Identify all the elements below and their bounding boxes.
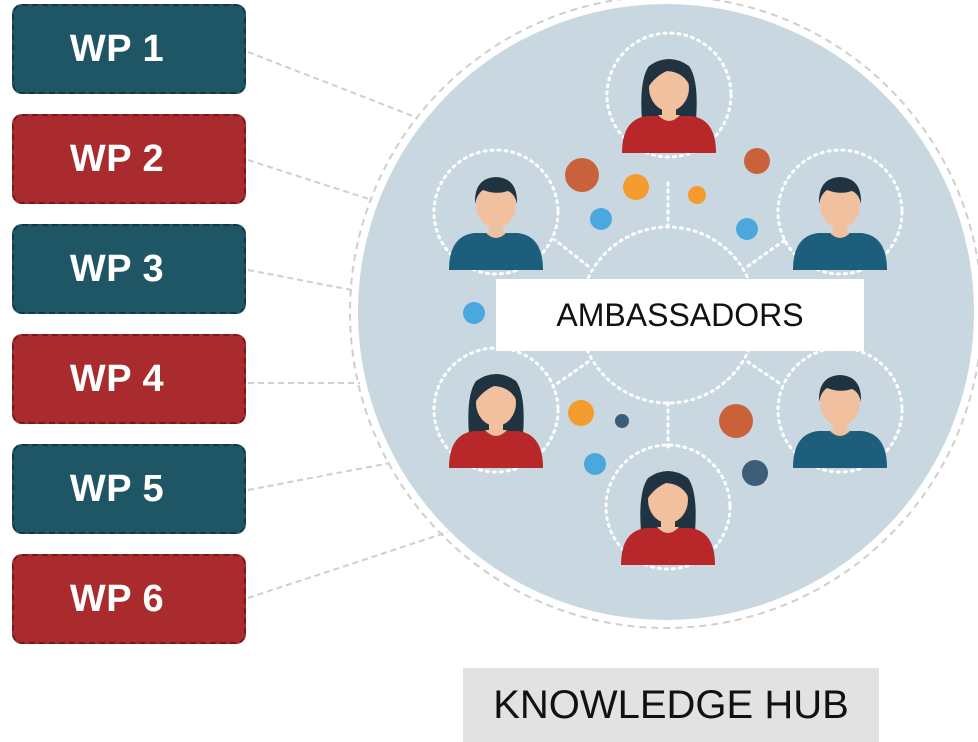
wp-label: WP 1 — [69, 27, 165, 70]
wp-label: WP 2 — [69, 137, 165, 180]
network-dot — [590, 208, 612, 230]
ambassadors-group — [432, 31, 904, 571]
ambassadors-label: AMBASSADORS — [496, 279, 864, 351]
ambassador-avatar — [432, 148, 560, 276]
connector-line — [247, 269, 353, 291]
hub-outer-ring — [349, 0, 978, 629]
knowledge-hub-title: KNOWLEDGE HUB — [463, 668, 879, 742]
wp-box-2: WP 2 — [12, 114, 246, 204]
wp-label: WP 4 — [69, 357, 165, 400]
network-dot — [568, 400, 594, 426]
spoke-line — [553, 360, 590, 387]
wp-box-6: WP 6 — [12, 554, 246, 644]
network-dot — [719, 404, 753, 438]
spoke-line — [746, 360, 784, 387]
connector-line — [247, 51, 419, 119]
ambassador-avatar — [605, 31, 733, 159]
spoke-line — [553, 238, 590, 268]
connector-line — [247, 462, 391, 491]
wp-box-3: WP 3 — [12, 224, 246, 314]
connector-lines — [247, 51, 449, 599]
network-dot — [742, 460, 768, 486]
network-dot — [463, 302, 485, 324]
network-dot — [744, 148, 770, 174]
wp-label: WP 3 — [69, 247, 165, 290]
network-dot — [565, 158, 599, 192]
ambassador-avatar — [604, 443, 732, 571]
connector-line — [247, 531, 449, 599]
wp-label: WP 6 — [69, 577, 165, 620]
wp-box-5: WP 5 — [12, 444, 246, 534]
network-dot — [623, 174, 649, 200]
network-dot — [736, 218, 758, 240]
wp-box-4: WP 4 — [12, 334, 246, 424]
network-dot — [615, 414, 629, 428]
spokes — [553, 178, 787, 452]
connector-line — [247, 159, 373, 201]
wp-box-1: WP 1 — [12, 4, 246, 94]
wp-label: WP 5 — [69, 467, 165, 510]
network-dot — [688, 186, 706, 204]
ambassador-avatar — [432, 346, 560, 474]
network-dot — [584, 453, 606, 475]
ambassador-avatar — [776, 148, 904, 276]
spoke-line — [746, 238, 787, 268]
network-dots — [463, 148, 770, 486]
ambassador-avatar — [776, 346, 904, 474]
